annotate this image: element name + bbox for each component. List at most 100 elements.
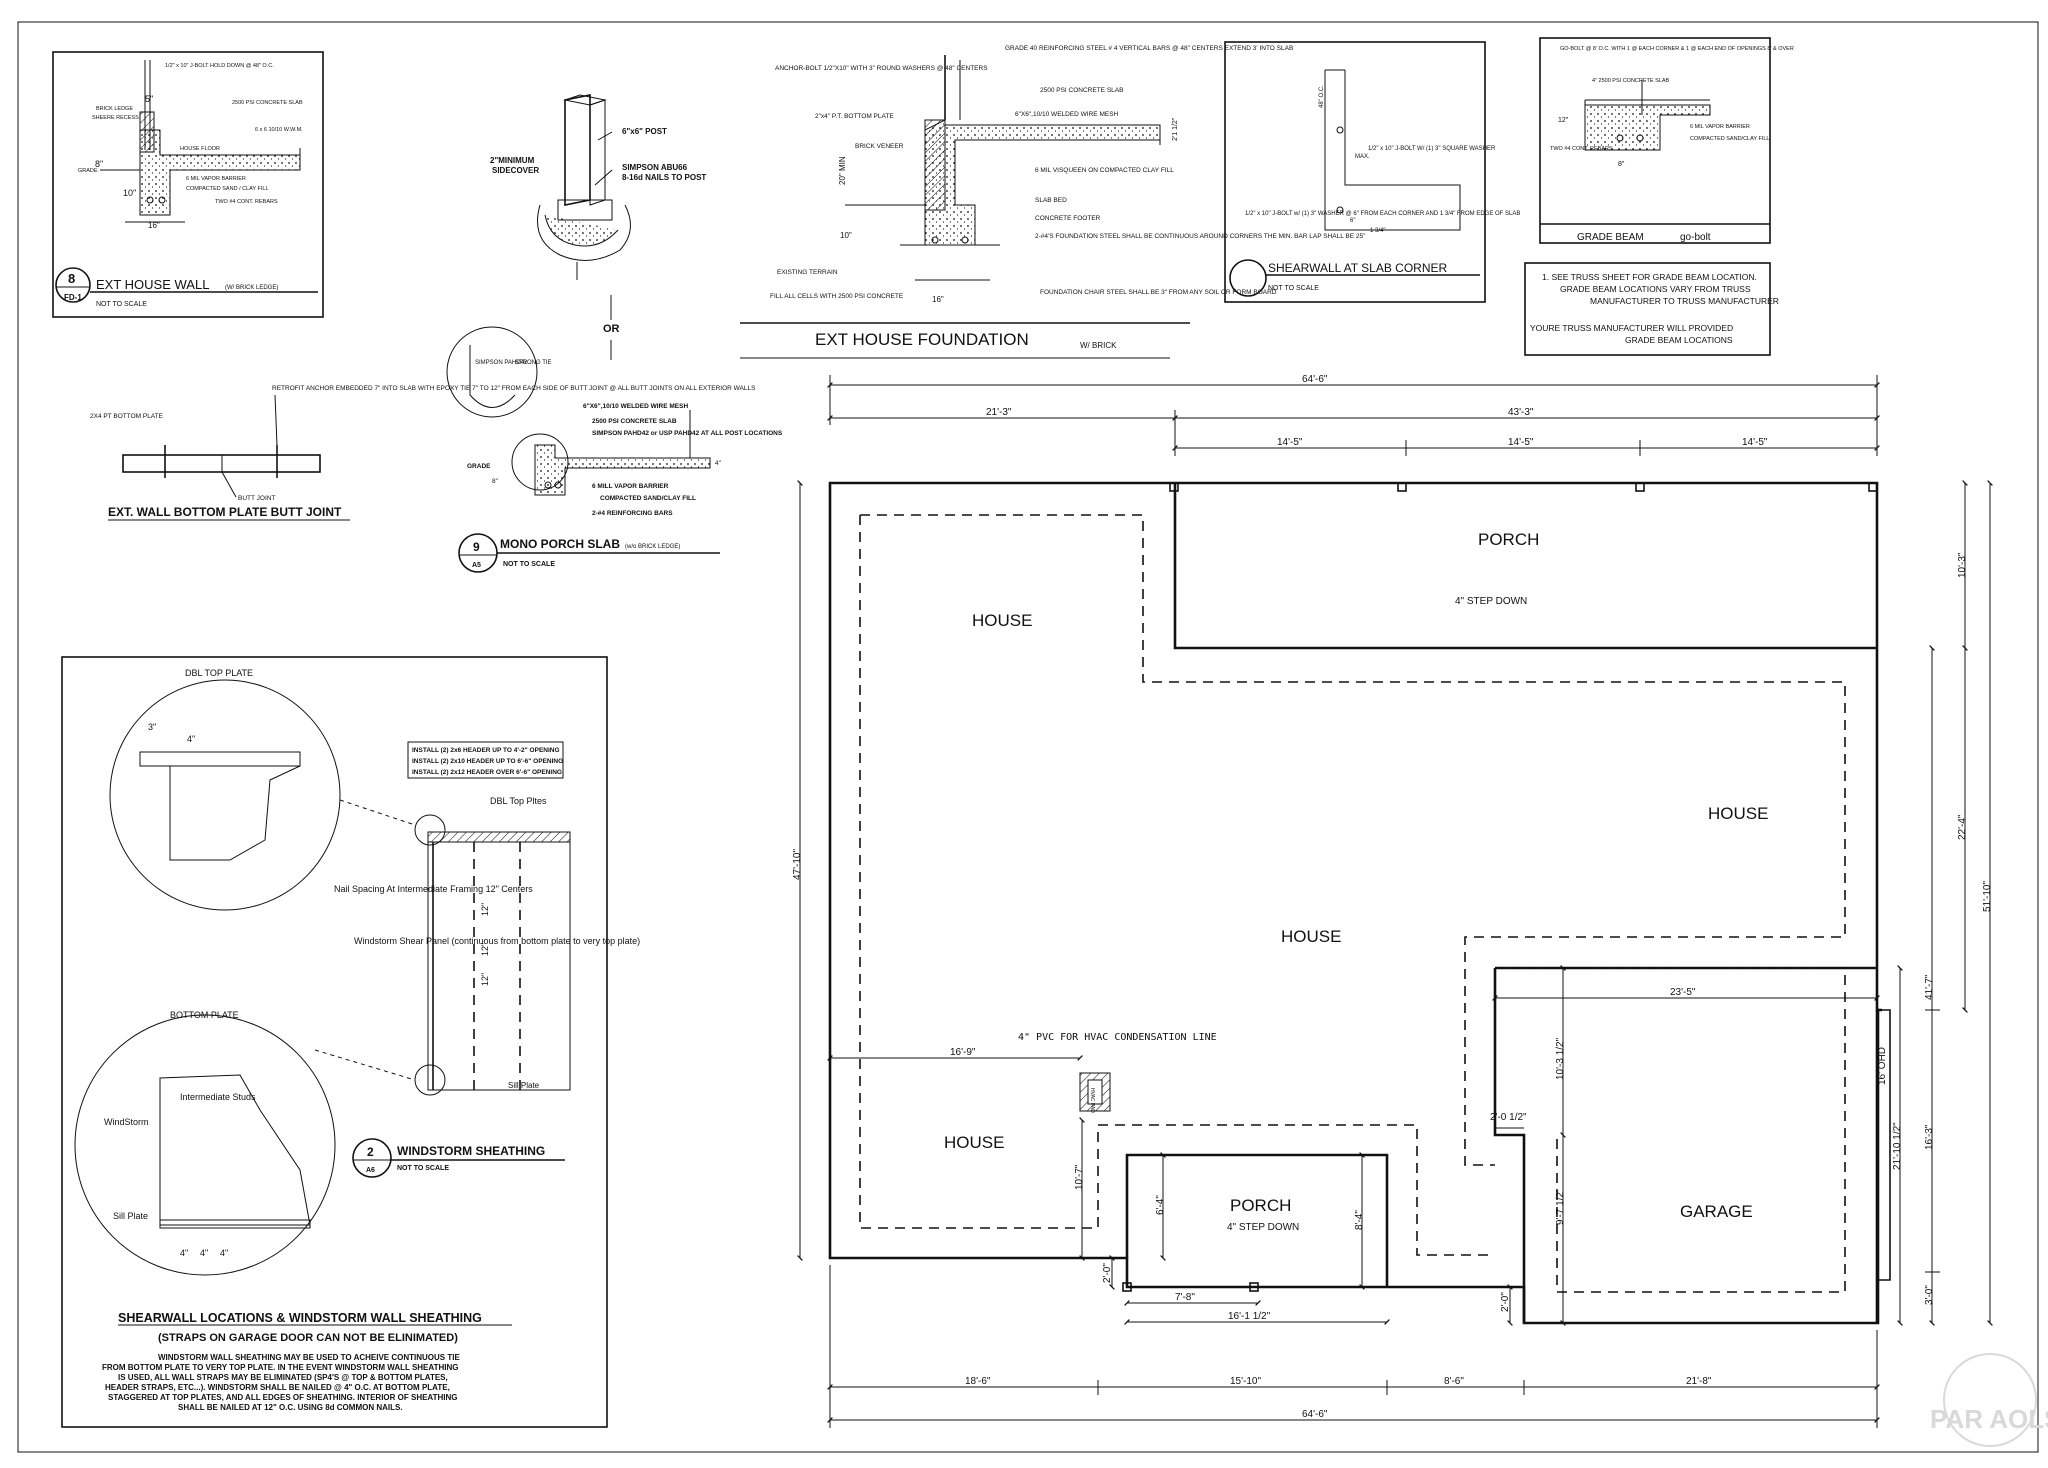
note-jbolt-square: 1/2" x 10" J-BOLT W/ (1) 3" SQUARE WASHE… — [1368, 146, 1496, 152]
label-sidecover: 2"MINIMUM — [490, 156, 535, 165]
label-or: OR — [603, 323, 620, 335]
note-anchor-bolt: ANCHOR-BOLT 1/2"X10" WITH 3" ROUND WASHE… — [775, 65, 988, 72]
dim-12-c: 12" — [480, 973, 490, 986]
room-porch-rear: PORCH — [1478, 530, 1539, 549]
truss-note-line-5: GRADE BEAM LOCATIONS — [1625, 335, 1733, 345]
dim-12-a: 12" — [480, 903, 490, 916]
room-porch-rear-note: 4" STEP DOWN — [1455, 596, 1527, 607]
dim-bottom-d: 21'-8" — [1686, 1376, 1712, 1387]
truss-note: 1. SEE TRUSS SHEET FOR GRADE BEAM LOCATI… — [1524, 262, 1779, 356]
note-vapor: 6 MIL VAPOR BARRIER — [1690, 124, 1750, 130]
dim-garage-jog: 2'-0 1/2" — [1490, 1112, 1527, 1123]
detail-scale: NOT TO SCALE — [96, 301, 147, 308]
detail-title: MONO PORCH SLAB — [500, 537, 620, 551]
detail-subtitle: (w/o BRICK LEDGE) — [625, 544, 680, 550]
detail-title: SHEARWALL AT SLAB CORNER — [1268, 261, 1448, 275]
dim-porch-h: 6'-4" — [1155, 1195, 1166, 1215]
detail-mono-porch: 6"X6",10/10 WELDED WIRE MESH 2500 PSI CO… — [458, 403, 783, 573]
label-dbl-top-pltes: DBL Top Pltes — [490, 796, 547, 806]
dim-right-g: 21'-10 1/2" — [1892, 1122, 1903, 1170]
note-go-bolt: GO-BOLT @ 8' O.C. WITH 1 @ EACH CORNER &… — [1560, 46, 1794, 52]
header-note-1: INSTALL (2) 2x6 HEADER UP TO 4'-2" OPENI… — [412, 747, 560, 754]
note-edge: 1 3/4" — [1370, 228, 1385, 234]
top-plate-callout — [109, 679, 341, 911]
paragraph-line-3: IS USED, ALL WALL STRAPS MAY BE ELIMINAT… — [118, 1373, 448, 1382]
detail-number: 8 — [68, 271, 75, 286]
detail-bubble — [1229, 259, 1267, 297]
dim-top-left: 21'-3" — [986, 407, 1012, 418]
detail-scale: NOT TO SCALE — [397, 1165, 449, 1172]
dim-garage-w: 23'-5" — [1670, 987, 1696, 998]
label-strong-tie: STRONG TIE — [515, 360, 552, 366]
note-slab: 4" 2500 PSI CONCRETE SLAB — [1592, 78, 1669, 84]
label-nails: 8-16d NAILS TO POST — [622, 173, 706, 182]
label-post: 6"x6" POST — [622, 127, 667, 136]
note-slab: 2500 PSI CONCRETE SLAB — [592, 418, 677, 425]
room-house-center: HOUSE — [1281, 927, 1341, 946]
detail-subtitle: W/ BRICK — [1080, 341, 1117, 350]
section-title: SHEARWALL LOCATIONS & WINDSTORM WALL SHE… — [118, 1311, 482, 1325]
label-sill-plate: Sill Plate — [508, 1081, 540, 1090]
garage-door-label: 16' OHD — [1877, 1047, 1888, 1085]
hvac-pad-label: HVAC PAD — [1089, 1088, 1095, 1113]
note-slab-bed: SLAB BED — [1035, 197, 1067, 204]
room-porch-front: PORCH — [1230, 1196, 1291, 1215]
detail-shearwall-corner: 1/2" x 10" J-BOLT W/ (1) 3" SQUARE WASHE… — [1224, 41, 1520, 303]
pahd42-callout — [446, 326, 538, 418]
detail-title: WINDSTORM SHEATHING — [397, 1144, 545, 1158]
dim-garage-h2: 9'-7 1/2" — [1555, 1188, 1566, 1225]
grade-beam-house-left — [860, 514, 1846, 1166]
dim-porch-off: 7'-8" — [1175, 1292, 1195, 1303]
note-jbolt-corner: 1/2" x 10" J-BOLT w/ (1) 3" WASHER @ 6" … — [1245, 211, 1520, 217]
note-vapor: 6 MILL VAPOR BARRIER — [592, 483, 669, 490]
label-shear-panel: Windstorm Shear Panel (continuous from b… — [354, 936, 640, 946]
note-wwm: 6 x 6 10/10 W.W.M. — [255, 127, 303, 133]
room-house-lower: HOUSE — [944, 1133, 1004, 1152]
sheet-ref: A6 — [366, 1167, 375, 1174]
detail-title: EXT HOUSE WALL — [96, 277, 209, 292]
section-subtitle: (STRAPS ON GARAGE DOOR CAN NOT BE ELINIM… — [158, 1332, 458, 1344]
shear-panel — [427, 831, 571, 1091]
dim-porch-step: 2'-0" — [1102, 1263, 1113, 1283]
dim-5: 5" — [145, 94, 153, 104]
note-footer: CONCRETE FOOTER — [1035, 215, 1101, 222]
dim-2-1: 2'1 1/2" — [1172, 117, 1179, 141]
dim-right-d: 41'-7" — [1924, 974, 1935, 1000]
windstorm-paragraph: WINDSTORM WALL SHEATHING MAY BE USED TO … — [102, 1353, 460, 1412]
note-6in: 6" — [1350, 218, 1355, 224]
header-note-3: INSTALL (2) 2x12 HEADER OVER 6'-6" OPENI… — [412, 769, 562, 776]
detail-number: 2 — [367, 1145, 374, 1159]
header-notes-box — [407, 741, 564, 779]
dim-10: 10" — [840, 231, 852, 240]
detail-subtitle: (W/ BRICK LEDGE) — [225, 285, 278, 291]
note-bottom-plate: 2X4 PT BOTTOM PLATE — [90, 413, 164, 420]
dim-right-a: 10'-3" — [1957, 552, 1968, 578]
note-grade-40: GRADE 40 REINFORCING STEEL # 4 VERTICAL … — [1005, 45, 1293, 52]
label-sidecover-2: SIDECOVER — [492, 166, 539, 175]
label-pahd42: SIMPSON PAHD42 — [475, 360, 528, 366]
note-fill: COMPACTED SAND/CLAY FILL — [1690, 136, 1769, 142]
label-dbl-top-plate: DBL TOP PLATE — [185, 668, 253, 678]
note-chair: FOUNDATION CHAIR STEEL SHALL BE 3" FROM … — [1040, 289, 1277, 296]
dim-top-bay-1: 14'-5" — [1277, 437, 1303, 448]
detail-scale: NOT TO SCALE — [1268, 285, 1319, 292]
detail-number: 9 — [473, 540, 480, 554]
paragraph-line-6: SHALL BE NAILED AT 12" O.C. USING 8d COM… — [178, 1403, 403, 1412]
note-rebar: 2-#4 REINFORCING BARS — [592, 510, 673, 517]
dim-1-1-2: 3" — [148, 722, 156, 732]
note-pahd42: SIMPSON PAHD42 or USP PAHD42 AT ALL POST… — [592, 430, 783, 437]
hvac-note: 4" PVC FOR HVAC CONDENSATION LINE — [1018, 1032, 1217, 1043]
note-brick-ledge: BRICK LEDGE — [96, 106, 133, 112]
label-abu66: SIMPSON ABU66 — [622, 163, 688, 172]
dim-house-lower-h: 10'-7" — [1074, 1164, 1085, 1190]
dim-3-a: 4" — [180, 1248, 188, 1258]
note-slab: 2500 PSI CONCRETE SLAB — [232, 100, 303, 106]
label-intermediate-studs: Intermediate Studs — [180, 1092, 256, 1102]
paragraph-line-2: FROM BOTTOM PLATE TO VERY TOP PLATE. IN … — [102, 1363, 458, 1372]
label-windstorm: WindStorm — [104, 1117, 149, 1127]
detail-butt-joint: RETROFIT ANCHOR EMBEDDED 7" INTO SLAB WI… — [90, 385, 756, 521]
note-retrofit-anchor: RETROFIT ANCHOR EMBEDDED 7" INTO SLAB WI… — [272, 385, 756, 392]
detail-title: GRADE BEAM — [1577, 232, 1644, 243]
foundation-plan: HVAC PAD 4" PVC FOR HVAC CONDENSATION LI… — [792, 374, 1993, 1428]
